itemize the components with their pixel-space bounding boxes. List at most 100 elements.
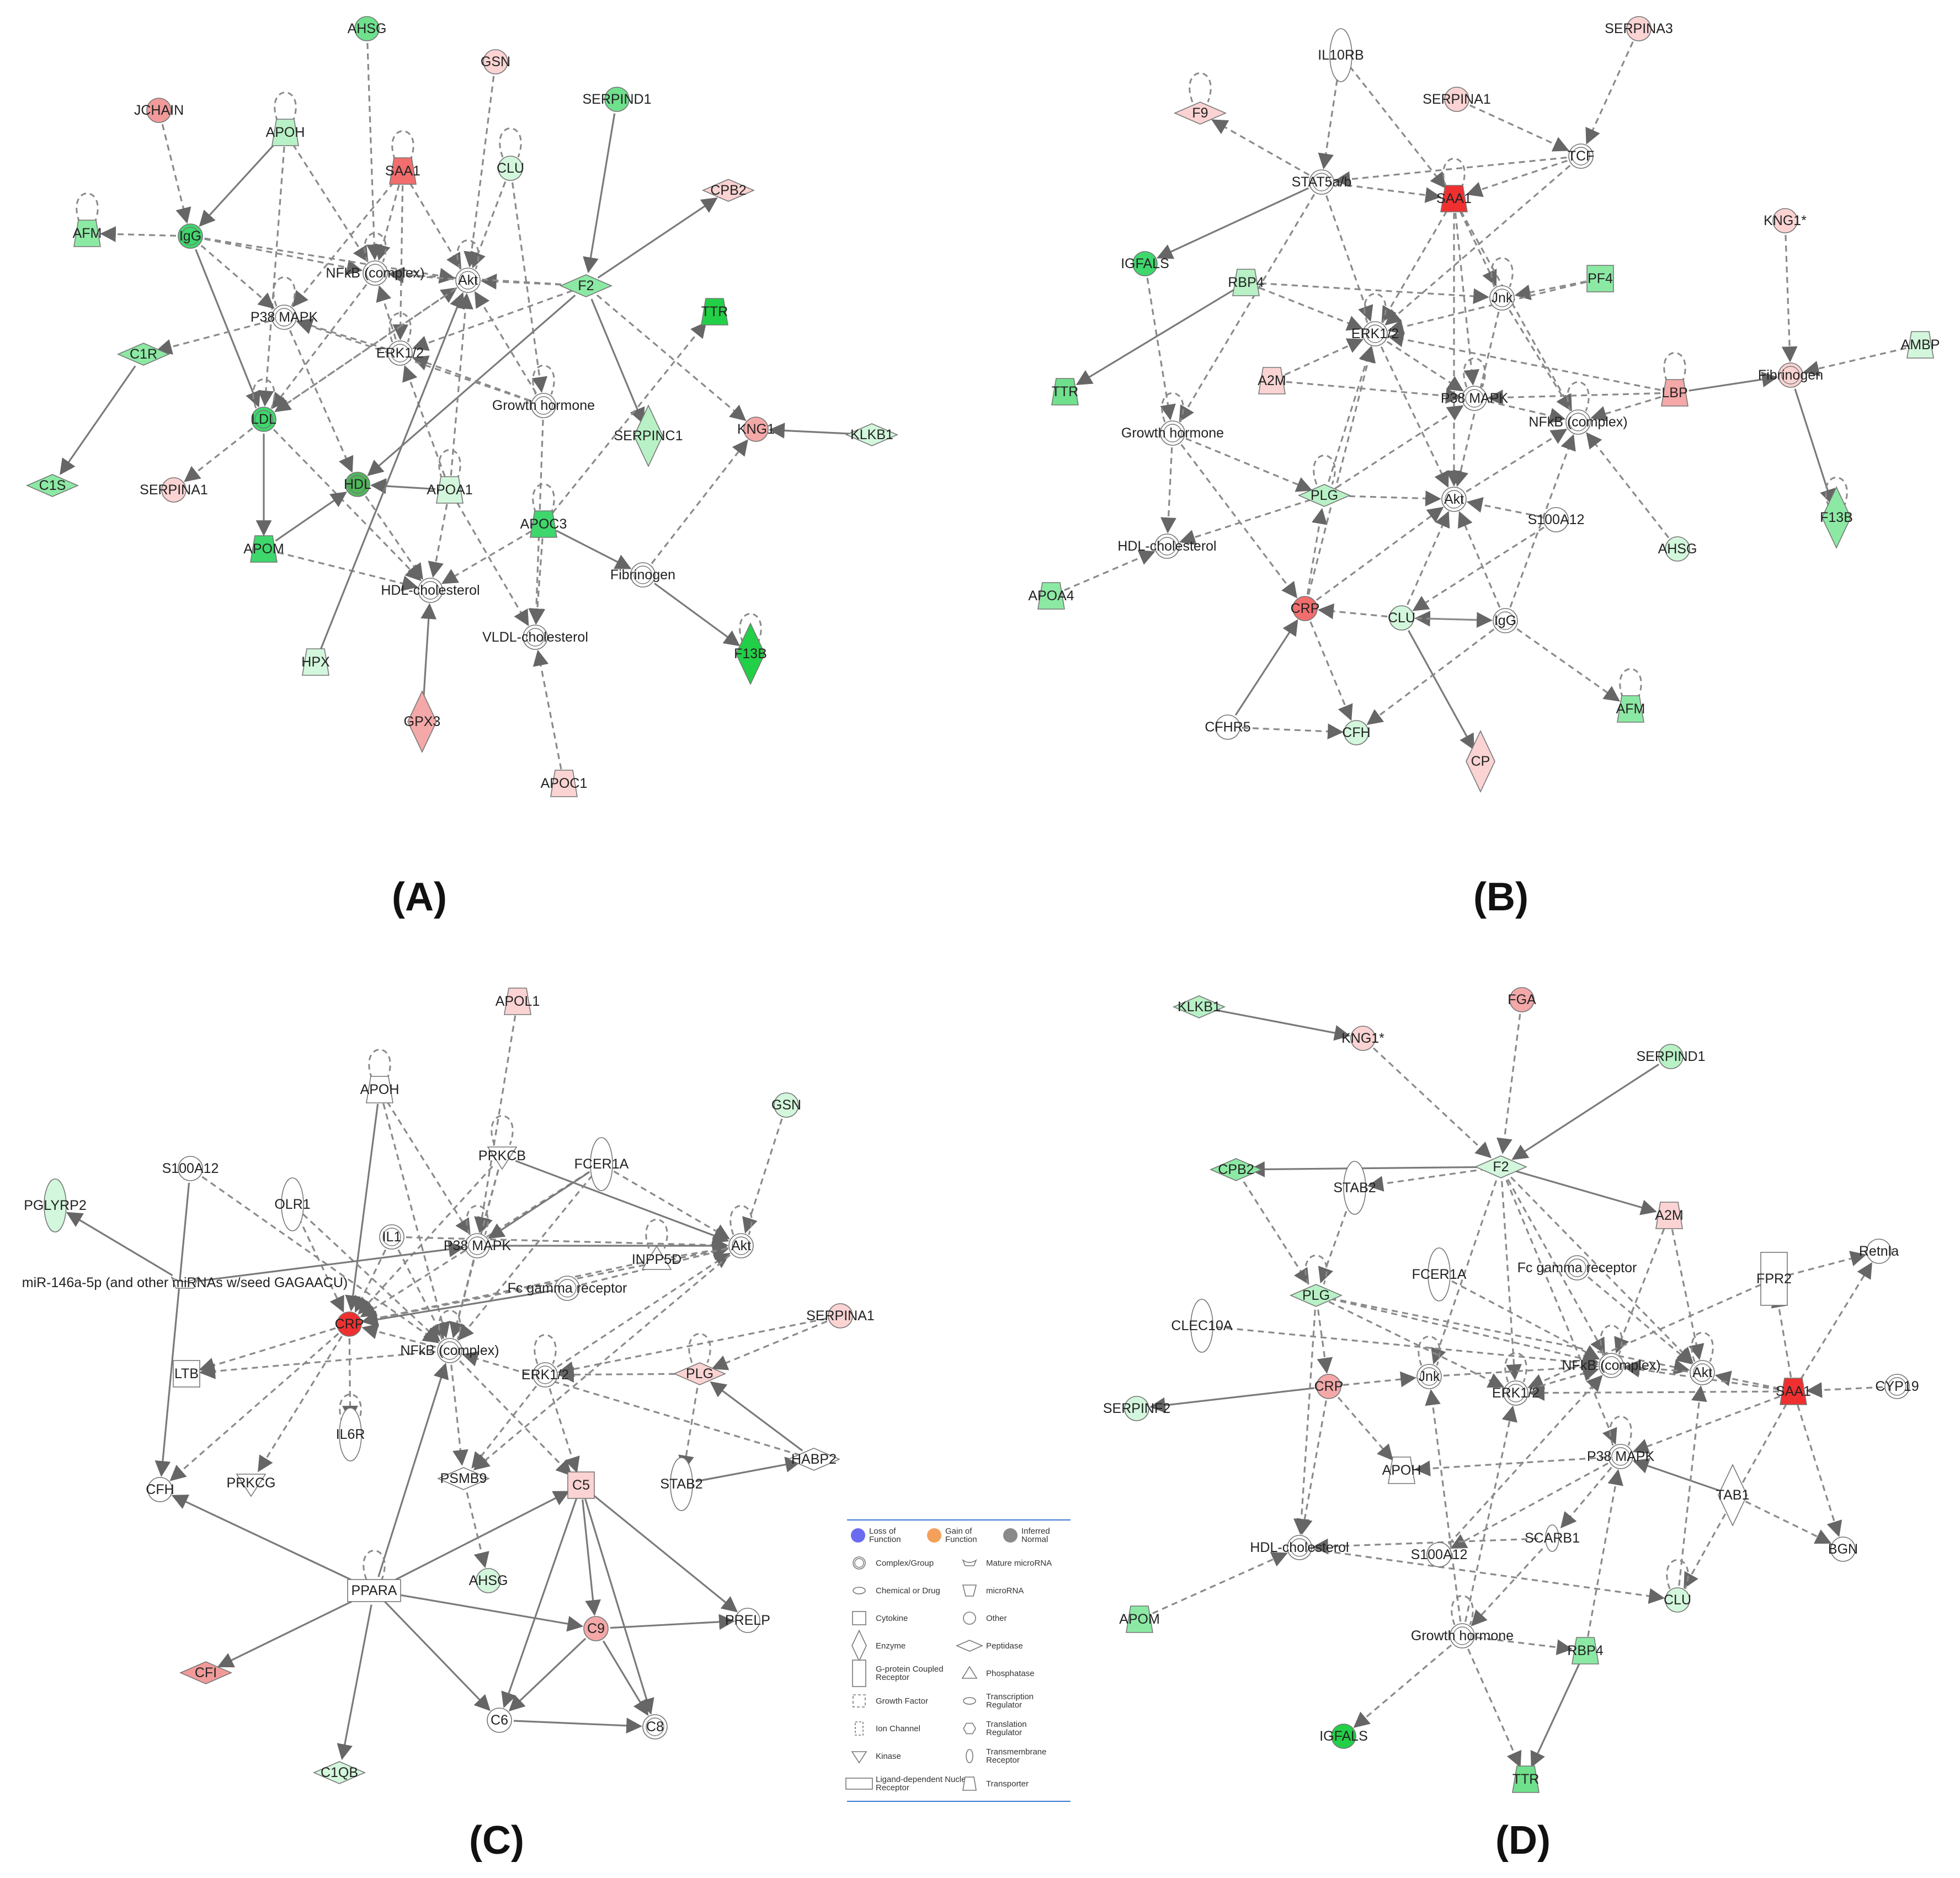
- panel-c-node-label-prkcg: PRKCG: [227, 1475, 276, 1491]
- panel-c-edge-apoh-to-p38-mapk: [386, 1101, 471, 1235]
- panel-b-edge-stat5a-b-to-igfals: [1156, 187, 1309, 259]
- panel-d-edge-saa1-to-erk1-2: [1528, 1385, 1780, 1401]
- panel-d-edge-scarb1-to-growth-hormone: [1471, 1548, 1543, 1626]
- panel-d-node-kng1: KNG1*: [1341, 1026, 1384, 1051]
- panel-c-node-shape-il1: [382, 1228, 401, 1246]
- panel-d-edge-crp-to-apoh: [1337, 1396, 1393, 1461]
- panel-d-node-label-fc-gamma-receptor: Fc gamma receptor: [1517, 1260, 1637, 1276]
- panel-a-node-ldl: LDL: [251, 407, 276, 432]
- panel-c-edge-il1-to-nfkb-complex: [397, 1249, 444, 1340]
- panel-c-edge-gsn-to-akt: [742, 1118, 783, 1234]
- panel-d-node-erk1-2: ERK1/2: [1492, 1380, 1540, 1406]
- edges-layer: [60, 41, 1907, 1768]
- panel-d-edge-f2-to-stab2: [1367, 1168, 1487, 1192]
- panel-a-node-label-serpinc1: SERPINC1: [614, 428, 683, 444]
- panel-c-node-label-apol1: APOL1: [496, 994, 540, 1009]
- panel-c-node-shape-prelp: [735, 1608, 760, 1633]
- panel-a-node-afm: AFM: [73, 220, 102, 247]
- panel-c-edge-fcer1a-to-nfkb-complex: [457, 1175, 593, 1341]
- panel-b-edge-kng1-to-fibrinogen: [1781, 234, 1798, 362]
- panel-a-edge-serpind1-to-f2: [583, 113, 616, 274]
- panel-a-node-jchain: JCHAIN: [134, 98, 184, 123]
- panel-a-node-label-kng1: KNG1: [737, 422, 775, 437]
- panel-a-node-shape-saa1: [389, 157, 417, 185]
- panel-c-edge-plg-to-erk1-2: [558, 1367, 686, 1383]
- panel-c-node-crp: CRP: [335, 1311, 364, 1337]
- panel-d-selfloop-clu: [1666, 1559, 1689, 1589]
- panel-b-node-shape-growth-hormone: [1163, 424, 1182, 442]
- panel-b-node-label-serpina3: SERPINA3: [1605, 21, 1673, 36]
- panel-b-edge-p38-mapk-to-nfkb-complex: [1488, 401, 1566, 424]
- panel-b-node-saa1: SAA1: [1436, 185, 1472, 212]
- panel-b-edge-growth-hormone-to-crp: [1180, 444, 1298, 599]
- panel-a-edge-p38-mapk-to-c1r: [156, 320, 271, 355]
- panel-b-edge-rbp4-to-ttr: [1075, 289, 1234, 386]
- panel-b-selfloop-afm: [1619, 668, 1642, 698]
- panel-b-node-label-s100a12: S100A12: [1528, 512, 1585, 527]
- panel-c-edge-akt-to-crp: [361, 1247, 727, 1326]
- panel-b-edge-ahsg-to-nfkb-complex: [1586, 432, 1670, 538]
- panel-a-node-gpx3: GPX3: [404, 690, 440, 753]
- panel-c-edge-nfkb-complex-to-ltb: [199, 1351, 436, 1379]
- panel-a-node-label-c1r: C1R: [130, 346, 157, 362]
- panel-a-edge-apom-to-hdl: [275, 492, 347, 542]
- panel-b-node-stat5a-b: STAT5a/b: [1292, 169, 1351, 195]
- panel-b-node-shape-plg: [1297, 484, 1351, 507]
- panel-c-edge-mir-146a-5p-and-other-mirnas-w-seed-gagaacu-to-pglyrp2: [66, 1212, 173, 1277]
- panel-c-node-fc-gamma-receptor: Fc gamma receptor: [508, 1276, 627, 1301]
- panel-c-edge-c5-to-c6: [501, 1498, 577, 1709]
- panel-a-node-shape-f13b: [736, 622, 765, 685]
- panel-d-node-label-cpb2: CPB2: [1218, 1162, 1254, 1177]
- panel-b-node-label-fibrinogen: Fibrinogen: [1758, 367, 1823, 383]
- panel-b-edge-il10rb-to-stat5a-b: [1318, 69, 1340, 170]
- panel-a-node-label-apoc3: APOC3: [520, 516, 567, 532]
- panel-b-selfloop-growth-hormone: [1161, 392, 1184, 423]
- panel-d-node-fcer1a: FCER1A: [1412, 1247, 1467, 1301]
- panel-a-node-label-ldl: LDL: [251, 412, 276, 427]
- panel-c-node-shape-cfi: [179, 1661, 233, 1684]
- legend-item-kinase: Kinase: [851, 1751, 901, 1764]
- panel-d-node-label-clec10a: CLEC10A: [1171, 1318, 1232, 1333]
- panel-c-edge-crp-to-ltb: [199, 1327, 336, 1373]
- legend-label-enzyme: Enzyme: [876, 1641, 906, 1651]
- legend-item-peptidase: Peptidase: [955, 1640, 1023, 1652]
- panel-d-node-shape-fcer1a: [1428, 1247, 1451, 1301]
- panel-b-node-ttr: TTR: [1051, 378, 1079, 406]
- panel-d-node-ttr: TTR: [1512, 1765, 1540, 1793]
- panel-b-node-shape-f13b: [1821, 486, 1851, 549]
- panel-a-node-fibrinogen: Fibrinogen: [610, 562, 675, 588]
- panel-a-node-ttr: TTR: [701, 298, 728, 326]
- panel-c-edge-inpp5d-to-crp: [361, 1261, 643, 1326]
- panel-d-edge-f2-to-cpb2: [1249, 1161, 1487, 1177]
- panel-b-edge-s100a12-to-akt: [1466, 497, 1542, 518]
- panel-c-selfloop-erk1-2: [534, 1334, 557, 1364]
- panel-b-node-shape-fibrinogen: [1781, 366, 1800, 385]
- panel-d-node-s100a12: S100A12: [1411, 1542, 1467, 1567]
- panel-b-node-shape-cp: [1466, 730, 1495, 793]
- panel-a-node-shape-c1r: [116, 343, 171, 366]
- panel-b-edge-stat5a-b-to-erk1-2: [1325, 195, 1373, 322]
- legend-label-kinase: Kinase: [876, 1752, 901, 1761]
- panel-a-node-apoh: APOH: [266, 119, 305, 146]
- panel-a-edge-apoa1-to-hdl-cholesterol: [428, 504, 448, 578]
- panel-d-edge-klkb1-to-kng1: [1213, 1009, 1351, 1041]
- panel-b-edge-serpina3-to-tcf: [1585, 41, 1634, 145]
- panel-d-edge-hdl-cholesterol-to-clu: [1313, 1548, 1665, 1604]
- panel-c-edge-mir-146a-5p-and-other-mirnas-w-seed-gagaacu-to-p38-mapk: [199, 1241, 465, 1282]
- panel-c-selfloop-plg: [688, 1333, 711, 1363]
- panel-b-node-label-clu: CLU: [1388, 610, 1415, 626]
- panel-b-node-cfhr5: CFHR5: [1205, 714, 1251, 740]
- panel-b-edge-lbp-to-fibrinogen: [1689, 371, 1778, 392]
- panel-b-node-label-a2m: A2M: [1258, 373, 1286, 388]
- panel-d-edge-stab2-to-plg: [1318, 1201, 1351, 1284]
- panel-d-node-hdl-cholesterol: HDL-cholesterol: [1250, 1535, 1349, 1560]
- panel-b-edge-clu-to-igg: [1415, 612, 1493, 628]
- panel-b-node-label-lbp: LBP: [1661, 385, 1687, 401]
- panel-c-node-shape-c5: [567, 1471, 595, 1499]
- panel-b-node-plg: PLG: [1297, 484, 1351, 507]
- panel-b-node-label-cp: CP: [1471, 754, 1490, 769]
- panel-a-node-hpx: HPX: [301, 648, 330, 676]
- panel-d-node-cyp19: CYP19: [1875, 1374, 1919, 1399]
